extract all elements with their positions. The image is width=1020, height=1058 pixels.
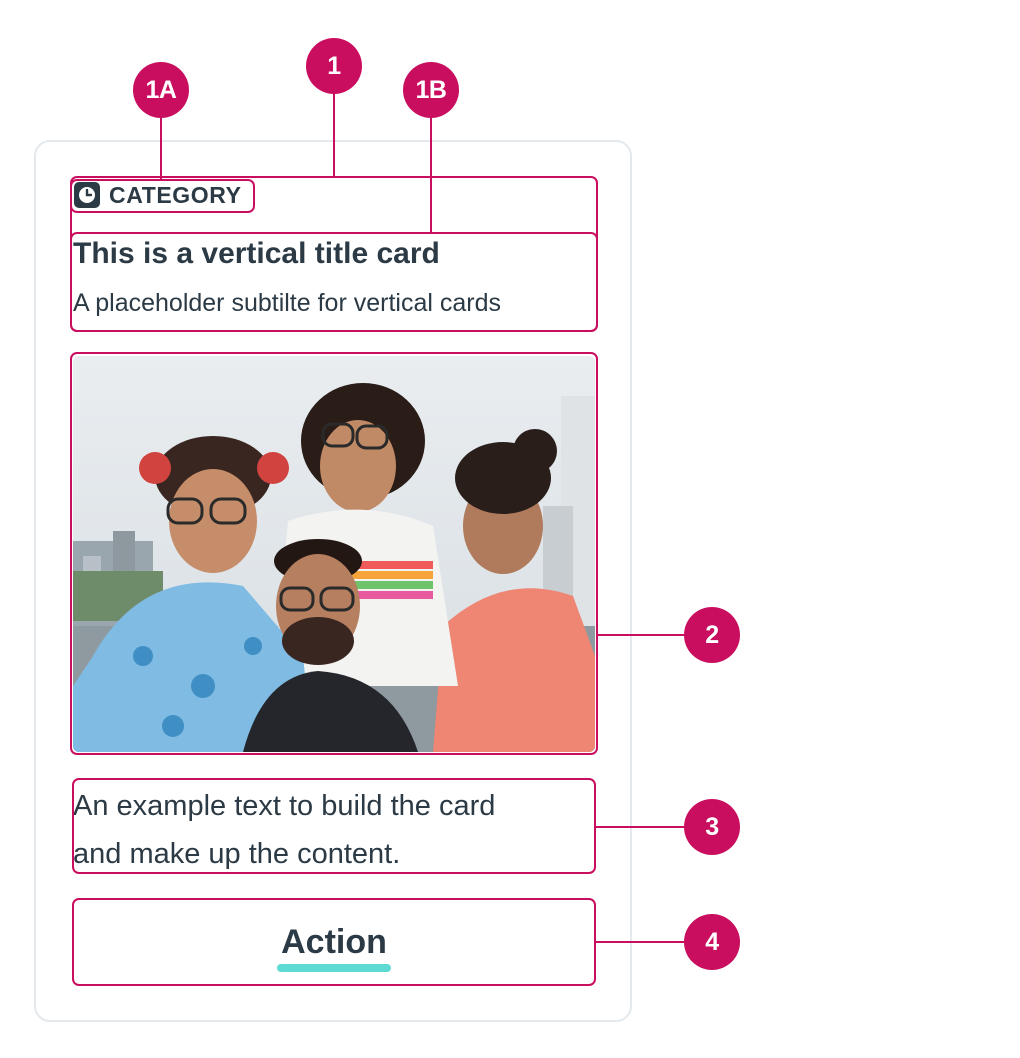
- category-label: CATEGORY: [109, 181, 242, 208]
- card-body-text: An example text to build the card and ma…: [73, 782, 595, 878]
- leader-line-2: [597, 634, 687, 636]
- card-title: This is a vertical title card: [73, 237, 440, 270]
- callout-badge-2: 2: [684, 607, 740, 663]
- clock-icon: [74, 182, 100, 208]
- leader-line-1: [333, 88, 335, 177]
- body-line: An example text to build the card: [73, 790, 496, 822]
- leader-line-1a: [160, 115, 162, 181]
- callout-badge-1a: 1A: [133, 62, 189, 118]
- leader-line-1b: [430, 115, 432, 233]
- action-label: Action: [277, 922, 391, 972]
- highlight-action: [72, 898, 596, 986]
- highlight-image: [70, 352, 598, 755]
- callout-badge-1b: 1B: [403, 62, 459, 118]
- callout-badge-4: 4: [684, 914, 740, 970]
- action-label-text: Action: [281, 922, 387, 961]
- callout-badge-3: 3: [684, 799, 740, 855]
- card-category: CATEGORY: [74, 180, 242, 210]
- card-image: [73, 356, 595, 752]
- leader-line-3: [595, 826, 687, 828]
- highlight-body: [72, 778, 596, 874]
- callout-badge-1: 1: [306, 38, 362, 94]
- highlight-title-block: [70, 232, 598, 332]
- action-button[interactable]: Action: [74, 900, 594, 984]
- card-subtitle: A placeholder subtilte for vertical card…: [73, 289, 501, 317]
- group-photo: [73, 356, 595, 752]
- leader-line-4: [595, 941, 687, 943]
- body-line: and make up the content.: [73, 838, 401, 870]
- action-underline: [277, 963, 391, 972]
